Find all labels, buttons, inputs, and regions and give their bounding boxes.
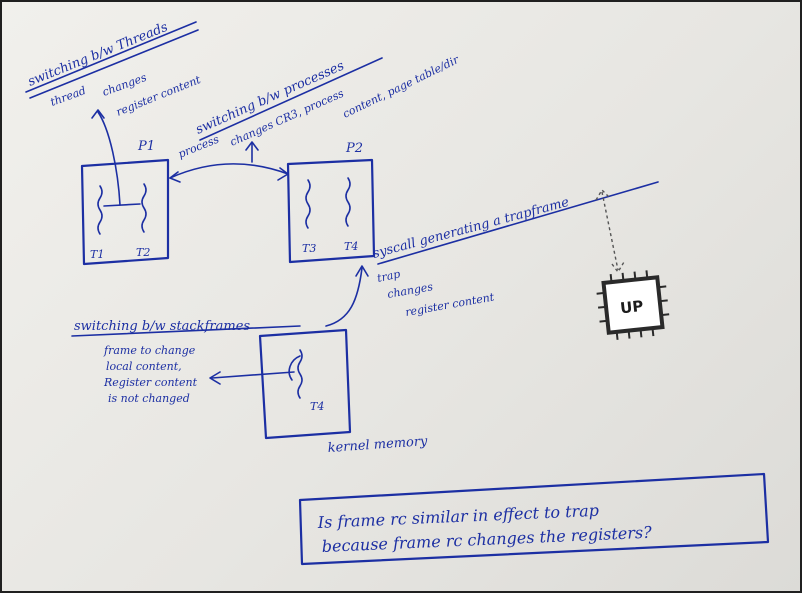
chip-pins — [596, 270, 670, 340]
stack-line-3: Register content — [103, 376, 198, 389]
kernel-thread-label: T4 — [310, 400, 324, 413]
stack-heading-underline — [71, 325, 301, 337]
threads-line-2: changes — [101, 71, 149, 99]
p1-arrowhead — [91, 109, 105, 119]
processes-heading-underline — [199, 57, 383, 141]
p2-thread-3-label: T3 — [302, 242, 316, 255]
trap-line-1: trap — [376, 267, 401, 285]
processes-pointer-head — [245, 141, 259, 151]
p1-p2-arrowhead-left — [169, 171, 181, 183]
kernel-frame-loop — [288, 355, 301, 381]
syscall-underline — [377, 181, 659, 265]
kernel-memory-box: T4 kernel memory — [209, 328, 429, 456]
stack-line-4: is not changed — [108, 392, 190, 405]
stack-line-1: frame to change — [103, 344, 196, 357]
syscall-heading: syscall generating a trapframe — [371, 195, 571, 262]
p2-thread-3-squiggle — [305, 179, 311, 229]
kernel-stack-arrowhead — [209, 371, 221, 385]
kernel-rect — [258, 328, 352, 440]
question-box: Is frame rc similar in effect to trap be… — [298, 472, 770, 566]
processes-line-3: content, page table/dir — [341, 53, 462, 121]
process-p2-box: P2 T3 T4 — [286, 141, 376, 264]
p2-kernel-arrowhead — [355, 265, 369, 277]
p2-label: P2 — [345, 141, 363, 156]
cpu-chip: UP — [596, 270, 670, 340]
p1-p2-arrowhead-right — [277, 167, 289, 181]
threads-heading: switching b/w Threads — [26, 20, 171, 90]
p1-thread-1-squiggle — [97, 185, 103, 235]
threads-heading-underline-2 — [29, 29, 199, 99]
p1-rect — [80, 158, 170, 266]
kernel-memory-label: kernel memory — [327, 434, 428, 456]
stack-line-2: local content, — [106, 360, 182, 373]
p1-thread-2-label: T2 — [136, 246, 150, 259]
p2-thread-4-squiggle — [345, 177, 351, 227]
dashed-arrowhead-bottom — [611, 261, 625, 274]
p1-thread-switch-arrow — [103, 203, 141, 207]
trap-line-2: changes — [386, 280, 434, 301]
question-rect — [298, 472, 770, 566]
p2-rect — [286, 158, 376, 264]
p1-p2-switch-arrow — [169, 163, 289, 179]
chip-label: UP — [619, 297, 644, 317]
kernel-thread-squiggle — [297, 349, 303, 399]
p1-thread-2-squiggle — [141, 183, 147, 233]
p1-to-threads-note-arrow — [97, 111, 121, 206]
p2-to-kernel-arrow — [325, 267, 363, 327]
threads-heading-underline — [25, 21, 197, 93]
process-p1-box: P1 T1 T2 — [80, 109, 170, 266]
p1-thread-1-label: T1 — [90, 248, 104, 261]
threads-note: switching b/w Threads thread changes reg… — [25, 20, 203, 119]
trap-to-cpu-dashed-arrow — [601, 191, 619, 271]
p1-label: P1 — [137, 139, 155, 154]
dashed-arrowhead-top — [595, 188, 611, 201]
processes-note: switching b/w processes process changes … — [176, 53, 461, 161]
kernel-to-stack-note-arrow — [211, 371, 295, 379]
p2-thread-4-label: T4 — [344, 240, 358, 253]
stackframes-note: switching b/w stackframes frame to chang… — [71, 319, 301, 405]
